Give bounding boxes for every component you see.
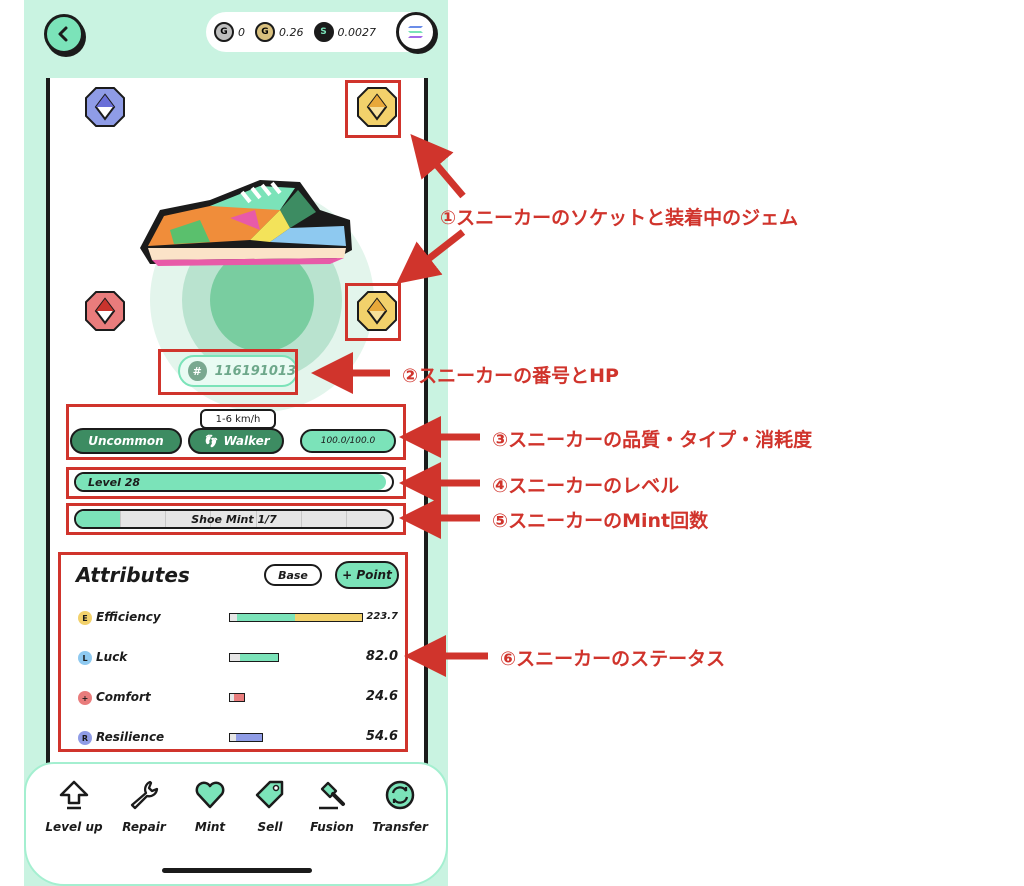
attribute-name: Resilience	[96, 730, 165, 744]
bottom-action-bar: Level up Repair Mint Sell	[24, 762, 448, 886]
quality-badge[interactable]: Uncommon	[70, 428, 182, 454]
tag-icon	[255, 780, 284, 809]
mint-segment	[166, 511, 212, 527]
attribute-name: Efficiency	[96, 610, 161, 624]
attribute-bar	[229, 693, 245, 702]
mint-segment	[121, 511, 167, 527]
mint-segment	[347, 511, 392, 527]
attribute-bar	[229, 733, 263, 742]
transfer-button[interactable]: Transfer	[370, 778, 430, 834]
highlight-box-top-gem	[345, 80, 401, 138]
gmt-coin-icon: G	[255, 22, 275, 42]
fusion-button[interactable]: Fusion	[302, 778, 362, 834]
transfer-icon	[385, 780, 415, 810]
top-bar: G 0 G 0.26 S 0.0027	[24, 0, 448, 70]
attribute-value: 24.6	[365, 689, 398, 704]
comfort-icon: +	[78, 691, 92, 705]
type-label: Walker	[223, 434, 270, 448]
annotation-4: ④スニーカーのレベル	[492, 475, 680, 497]
heart-icon	[195, 781, 225, 809]
level-label: Level 28	[88, 476, 141, 489]
annotation-1: ①スニーカーのソケットと装着中のジェム	[440, 207, 799, 229]
attribute-value: 54.6	[365, 729, 398, 744]
socket-bottom-right-yellow-gem-icon[interactable]	[356, 290, 398, 332]
back-button[interactable]	[44, 14, 84, 54]
mint-button[interactable]: Mint	[180, 778, 240, 834]
socket-bottom-left-red-gem-icon[interactable]	[84, 290, 126, 332]
chevron-left-icon	[58, 26, 68, 42]
mint-segment	[302, 511, 347, 527]
wallet-balance[interactable]: G 0 G 0.26 S 0.0027	[206, 12, 436, 52]
sol-balance: 0.0027	[337, 25, 377, 39]
nav-label: Transfer	[372, 820, 428, 834]
attribute-row-luck: L Luck 82.0	[76, 648, 398, 668]
mint-count-bar: Shoe Mint 1/7	[74, 509, 394, 529]
attribute-name: Comfort	[96, 690, 151, 704]
attribute-value: 223.7	[366, 611, 398, 622]
sell-button[interactable]: Sell	[240, 778, 300, 834]
home-indicator	[162, 868, 312, 873]
solana-icon	[408, 26, 423, 38]
arrow-up-icon	[59, 780, 89, 810]
attribute-row-comfort: + Comfort 24.6	[76, 688, 398, 708]
efficiency-icon: E	[78, 611, 92, 625]
level-progress-fill	[76, 474, 386, 490]
type-badge[interactable]: 👣︎ Walker	[188, 428, 284, 454]
resilience-icon: R	[78, 731, 92, 745]
sneaker-image	[140, 180, 352, 266]
sneaker-id-pill: # 116191013	[178, 355, 298, 387]
attribute-name: Luck	[96, 650, 128, 664]
attribute-value: 82.0	[365, 649, 398, 664]
sol-coin-icon: S	[313, 22, 334, 42]
mint-segment	[76, 511, 122, 527]
attribute-row-resilience: R Resilience 54.6	[76, 728, 398, 748]
add-point-button[interactable]: + Point	[335, 561, 399, 589]
socket-top-left-blue-gem-icon[interactable]	[84, 86, 126, 128]
annotation-5: ⑤スニーカーのMint回数	[492, 510, 709, 532]
hash-icon: #	[188, 361, 207, 381]
nav-label: Sell	[257, 820, 283, 834]
solana-chain-button[interactable]	[396, 12, 436, 52]
sneaker-id: 116191013	[214, 363, 296, 379]
nav-label: Mint	[194, 820, 226, 834]
highlight-box-bottom-gem	[345, 283, 401, 341]
level-progress-bar: Level 28	[74, 472, 394, 492]
mint-segment	[211, 511, 257, 527]
gst-coin-icon: G	[214, 22, 234, 42]
annotation-6: ⑥スニーカーのステータス	[500, 648, 726, 670]
hammer-icon	[319, 781, 345, 810]
attribute-bar	[229, 613, 363, 622]
highlight-box-id	[158, 349, 298, 395]
attribute-row-efficiency: E Efficiency 223.7	[76, 608, 398, 628]
socket-top-right-yellow-gem-icon[interactable]	[356, 86, 398, 128]
phone-screen: G 0 G 0.26 S 0.0027	[24, 0, 448, 886]
attributes-title: Attributes	[76, 563, 190, 587]
repair-button[interactable]: Repair	[114, 778, 174, 834]
footprint-icon: 👣︎	[202, 434, 218, 448]
wrench-icon	[130, 780, 159, 810]
gmt-balance: 0.26	[279, 25, 304, 39]
attribute-bar	[229, 653, 279, 662]
durability-bar: 100.0/100.0	[300, 429, 396, 453]
gst-balance: 0	[238, 25, 245, 39]
level-up-button[interactable]: Level up	[44, 778, 104, 834]
annotation-3: ③スニーカーの品質・タイプ・消耗度	[492, 429, 813, 451]
mint-count-label: Shoe Mint 1/7	[191, 513, 277, 526]
mint-segment	[257, 511, 302, 527]
nav-label: Fusion	[310, 820, 354, 834]
annotation-2: ②スニーカーの番号とHP	[402, 365, 619, 387]
base-button[interactable]: Base	[264, 564, 322, 586]
luck-icon: L	[78, 651, 92, 665]
nav-label: Repair	[122, 820, 166, 834]
nav-label: Level up	[45, 820, 103, 834]
